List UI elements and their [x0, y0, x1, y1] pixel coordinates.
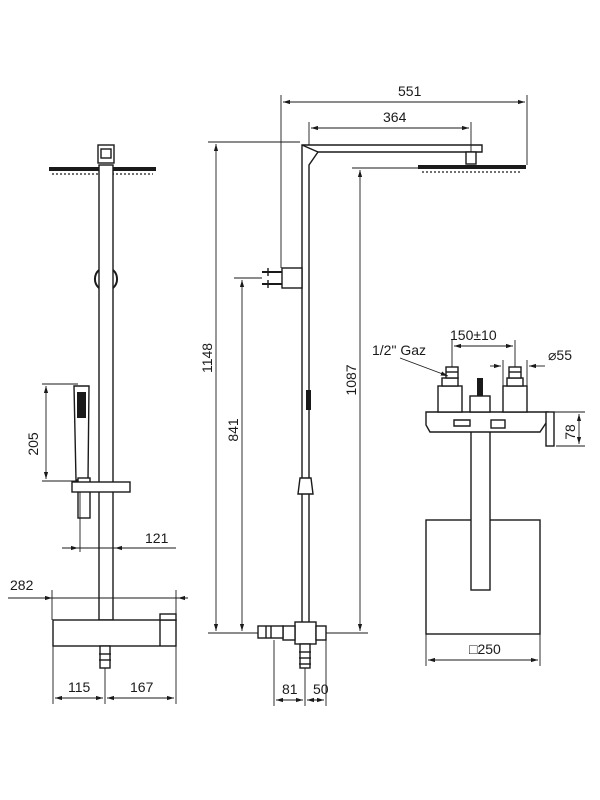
- side-shower-head: [418, 151, 526, 173]
- front-view: 205 121 282 115 167: [8, 144, 188, 704]
- plan-view: 1/2" Gaz 150±10 ⌀55 78: [372, 327, 585, 666]
- side-pipe-joint: [297, 477, 314, 495]
- dim-55: ⌀55: [490, 347, 572, 386]
- plan-left-connector: [437, 366, 463, 413]
- dim-1148: 1148: [199, 141, 300, 634]
- dim-121: 121: [62, 492, 176, 552]
- dim-78: 78: [548, 411, 585, 447]
- gas-thread-label: 1/2" Gaz: [372, 342, 426, 358]
- dim-115-label: 115: [68, 679, 91, 695]
- dim-167-label: 167: [130, 679, 154, 695]
- dim-250-label: □250: [469, 641, 501, 657]
- side-view: 551 364 1148 841 1087: [199, 83, 528, 706]
- dim-841-label: 841: [225, 418, 241, 442]
- dim-115-167: 115 167: [52, 646, 177, 704]
- dim-551-label: 551: [398, 83, 422, 99]
- front-hand-shower: [71, 385, 131, 519]
- dim-205-label: 205: [25, 432, 41, 456]
- dim-364: 364: [308, 109, 472, 152]
- dim-81-50: 81 50: [273, 640, 329, 706]
- dim-150-label: 150±10: [450, 327, 497, 343]
- dim-1087: 1087: [326, 167, 418, 634]
- dim-50-label: 50: [313, 681, 329, 697]
- dim-841: 841: [225, 277, 262, 631]
- dim-150: 150±10: [450, 327, 516, 367]
- dim-1148-label: 1148: [199, 343, 215, 373]
- front-diverter-knob: [93, 269, 100, 289]
- front-thermostat-body: [52, 613, 177, 669]
- side-valve-body: [257, 621, 327, 669]
- plan-arm: [470, 419, 491, 591]
- side-wall-bracket: [262, 267, 303, 289]
- dim-282: 282: [8, 577, 188, 620]
- dim-250: □250: [425, 634, 541, 666]
- plan-centre-outlet: [469, 378, 491, 413]
- dim-121-label: 121: [145, 530, 169, 546]
- dim-55-label: ⌀55: [548, 347, 572, 363]
- plan-right-connector: [502, 366, 528, 413]
- gas-thread-callout: 1/2" Gaz: [372, 342, 449, 377]
- dim-551: 551: [280, 83, 528, 268]
- dim-282-label: 282: [10, 577, 34, 593]
- dim-81-label: 81: [282, 681, 298, 697]
- dim-364-label: 364: [383, 109, 407, 125]
- dim-205: 205: [25, 383, 78, 482]
- dim-78-label: 78: [562, 424, 578, 440]
- dim-1087-label: 1087: [343, 364, 359, 395]
- side-slider: [306, 390, 311, 410]
- front-riser-pipe: [98, 164, 114, 621]
